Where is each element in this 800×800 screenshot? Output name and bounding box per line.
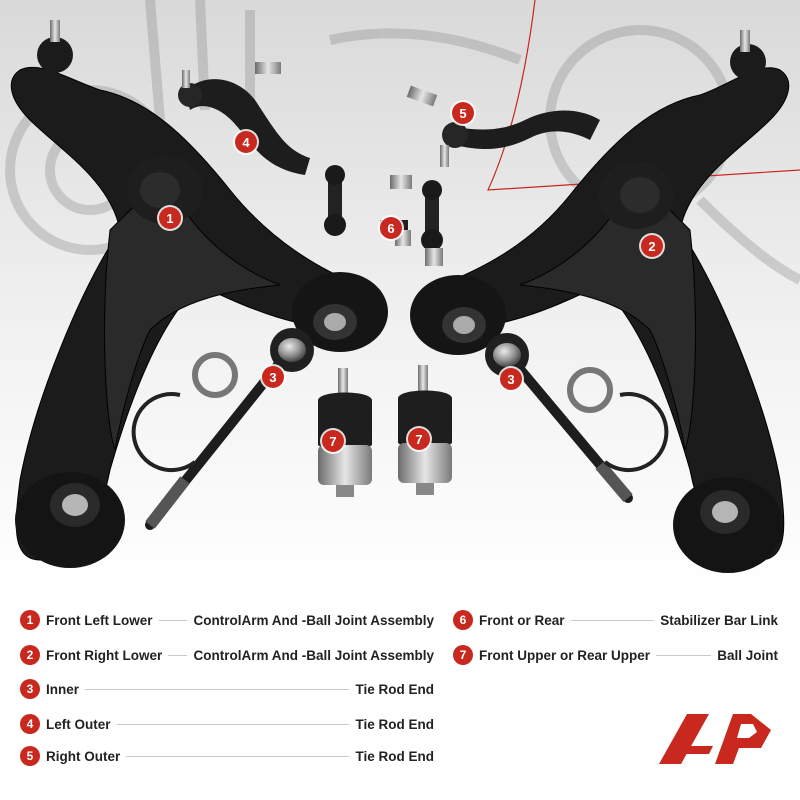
legend-leader-line [570, 619, 655, 621]
legend-leader-line [116, 723, 350, 725]
legend-row-7: 7 Front Upper or Rear Upper Ball Joint [453, 643, 778, 667]
legend-leader-line [85, 688, 350, 690]
legend-number: 2 [20, 645, 40, 665]
legend-part-name: Tie Rod End [355, 716, 434, 732]
inner-tie-rod-right [485, 333, 633, 503]
legend-part-name: ControlArm And -Ball Joint Assembly [193, 612, 434, 628]
legend-part-position: Left Outer [46, 716, 111, 732]
legend-part-name: ControlArm And -Ball Joint Assembly [193, 647, 434, 663]
legend-row-3: 3 Inner Tie Rod End [20, 677, 434, 701]
legend-part-name: Tie Rod End [355, 748, 434, 764]
legend-part-position: Front Upper or Rear Upper [479, 647, 651, 663]
legend-part-position: Right Outer [46, 748, 121, 764]
right-arm-bushing-bottom [673, 477, 783, 573]
legend-row-1: 1 Front Left Lower ControlArm And -Ball … [20, 608, 434, 632]
legend-number: 4 [20, 714, 40, 734]
legend-row-5: 5 Right Outer Tie Rod End [20, 744, 434, 768]
left-arm-ball-joint [37, 20, 73, 73]
legend-part-name: Tie Rod End [355, 681, 434, 697]
snap-ring-right [603, 392, 669, 473]
legend-number: 6 [453, 610, 473, 630]
left-arm-bushing-bottom [15, 472, 125, 568]
callout-badge-6: 6 [380, 217, 402, 239]
legend-part-position: Front Left Lower [46, 612, 153, 628]
legend-number: 7 [453, 645, 473, 665]
left-arm-bushing-front [127, 156, 203, 224]
legend-row-2: 2 Front Right Lower ControlArm And -Ball… [20, 643, 434, 667]
legend-part-position: Front Right Lower [46, 647, 163, 663]
parts-legend: 1 Front Left Lower ControlArm And -Ball … [0, 596, 800, 800]
legend-leader-line [168, 654, 188, 656]
snap-ring-left [131, 392, 197, 473]
callout-badge-7-right: 7 [408, 428, 430, 450]
legend-leader-line [656, 654, 712, 656]
washer-left [192, 352, 238, 398]
legend-part-position: Front or Rear [479, 612, 565, 628]
legend-part-name: Stabilizer Bar Link [660, 612, 778, 628]
legend-part-name: Ball Joint [717, 647, 778, 663]
left-arm-bushing-rear [292, 272, 388, 352]
callout-badge-3-right: 3 [500, 368, 522, 390]
callout-badge-4: 4 [235, 131, 257, 153]
callout-badge-5: 5 [452, 102, 474, 124]
legend-number: 5 [20, 746, 40, 766]
parts-photo [0, 0, 800, 590]
right-arm-bushing-front [598, 161, 674, 229]
callout-badge-7-left: 7 [322, 430, 344, 452]
legend-number: 1 [20, 610, 40, 630]
right-arm-bushing-rear [410, 275, 506, 355]
legend-row-6: 6 Front or Rear Stabilizer Bar Link [453, 608, 778, 632]
callout-badge-2: 2 [641, 235, 663, 257]
callout-badge-1: 1 [159, 207, 181, 229]
legend-row-4: 4 Left Outer Tie Rod End [20, 712, 434, 736]
a-premium-logo-icon [659, 714, 771, 764]
left-outer-tie-rod-end [178, 62, 310, 175]
stabilizer-link-right [390, 175, 443, 266]
right-outer-tie-rod-end [406, 85, 600, 167]
legend-number: 3 [20, 679, 40, 699]
legend-leader-line [126, 755, 350, 757]
red-accent-line [487, 0, 800, 191]
right-arm-ball-joint [730, 30, 766, 80]
legend-leader-line [158, 619, 188, 621]
washer-right [567, 367, 613, 413]
callout-badge-3-left: 3 [262, 366, 284, 388]
legend-part-position: Inner [46, 681, 80, 697]
